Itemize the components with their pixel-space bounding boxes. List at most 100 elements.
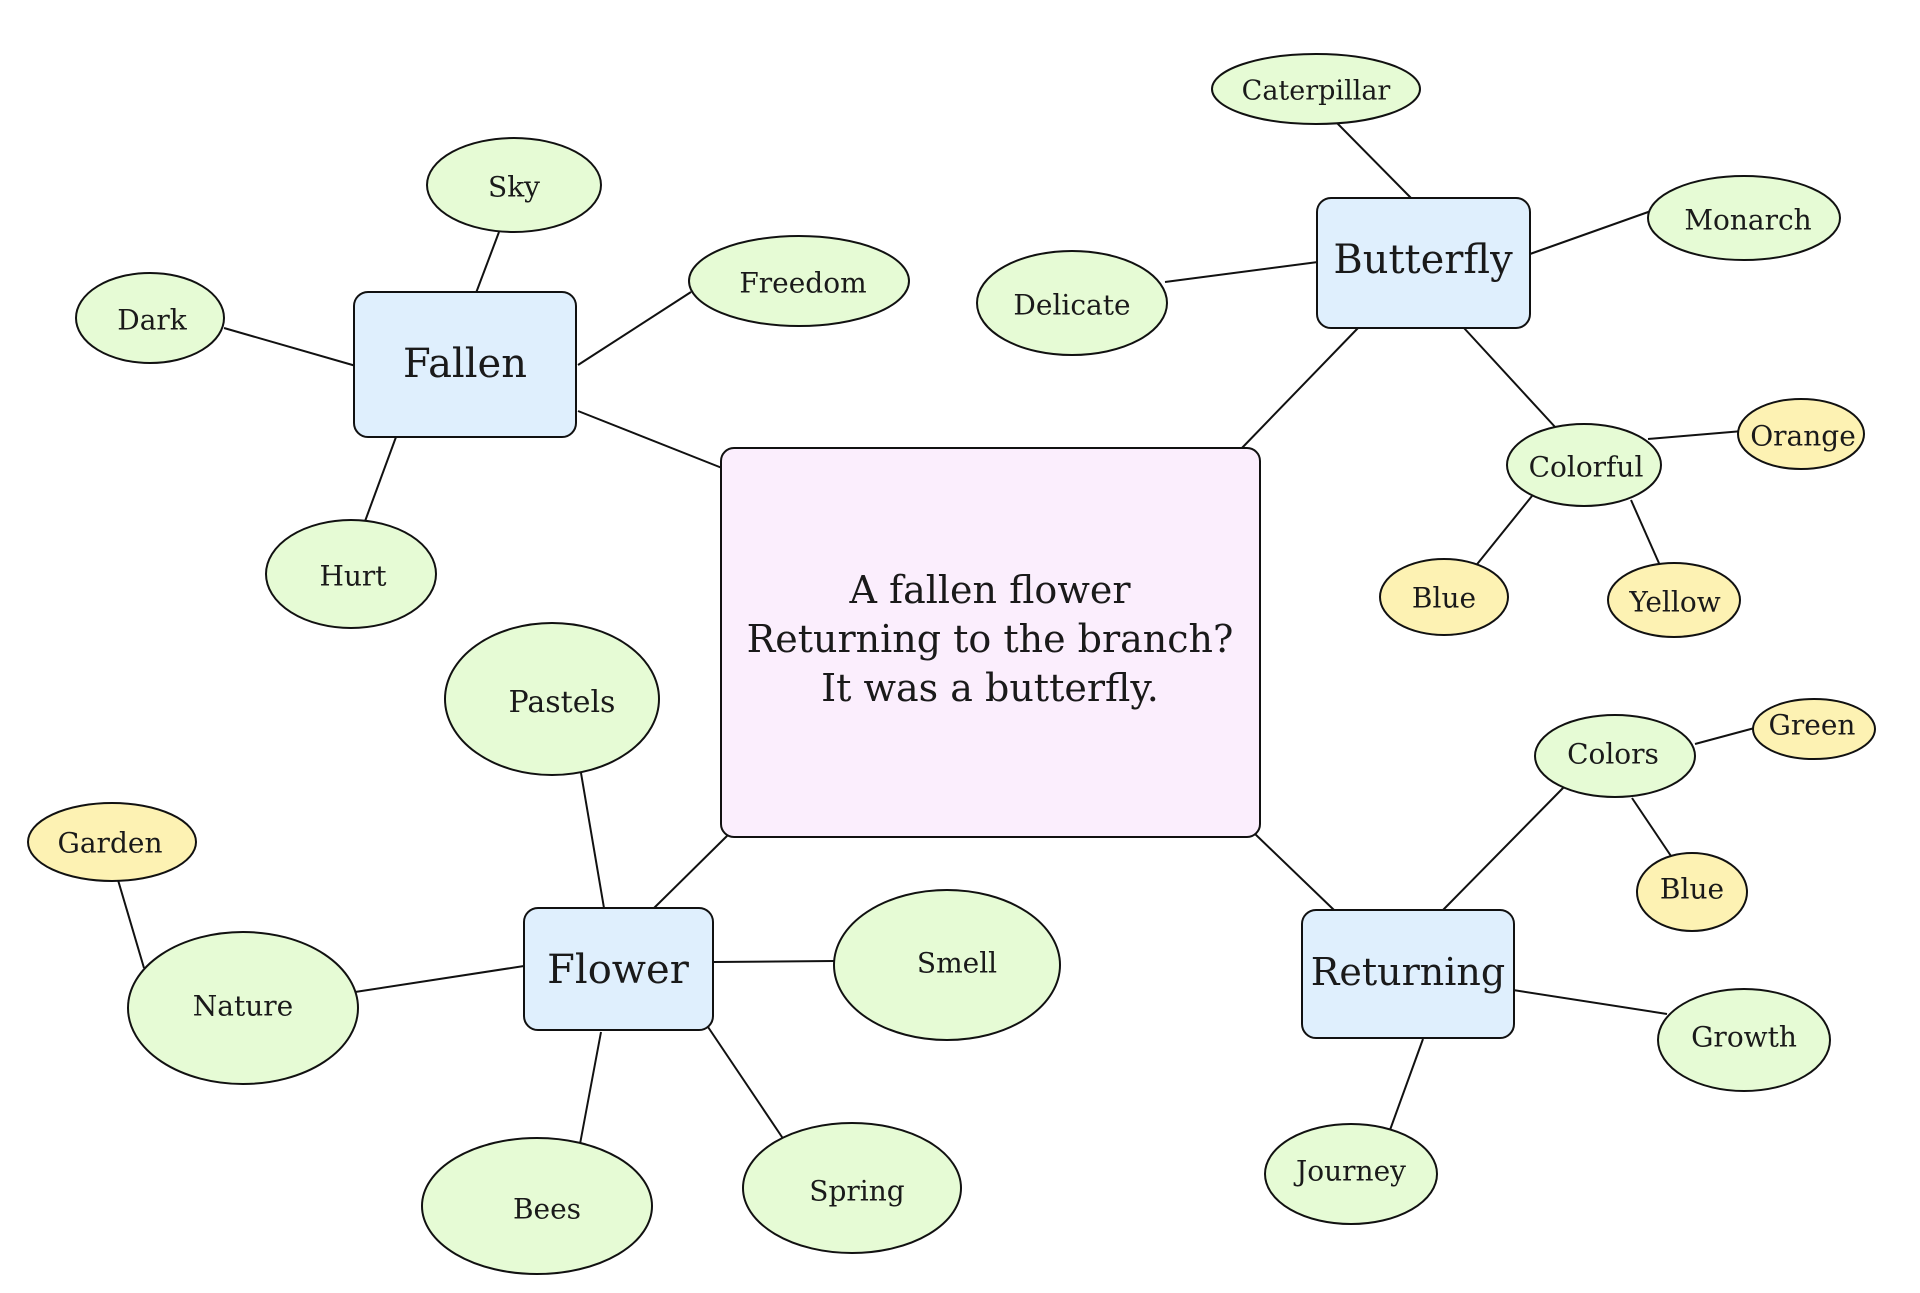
leaf-green[interactable]: Green [1752, 698, 1876, 760]
edge-flower-spring [705, 1023, 785, 1141]
leaf-dark[interactable]: Dark [75, 272, 225, 364]
leaf-monarch-label: Monarch [1684, 204, 1811, 237]
edge-colorful-blue [1473, 495, 1533, 569]
leaf-caterpillar-label: Caterpillar [1242, 76, 1391, 107]
edge-butterfly-colorful [1463, 327, 1557, 429]
leaf-hurt[interactable]: Hurt [265, 519, 437, 629]
edge-returning-growth [1512, 989, 1668, 1015]
leaf-green-label: Green [1769, 709, 1856, 742]
leaf-colorful-label: Colorful [1529, 451, 1644, 484]
edge-fallen-hurt [363, 436, 397, 525]
leaf-sky-label: Sky [488, 171, 540, 204]
edge-fallen-dark [223, 327, 357, 367]
topic-flower[interactable]: Flower [523, 907, 714, 1031]
leaf-nature[interactable]: Nature [127, 931, 359, 1085]
leaf-delicate[interactable]: Delicate [976, 250, 1168, 356]
edge-flower-pastels [580, 772, 605, 909]
center-box [720, 447, 1261, 838]
leaf-bees[interactable]: Bees [421, 1137, 653, 1275]
leaf-journey[interactable]: Journey [1264, 1123, 1438, 1225]
edge-colorful-yellow [1630, 499, 1663, 571]
edge-butterfly-monarch [1529, 210, 1652, 255]
leaf-growth-shape [1657, 988, 1831, 1092]
leaf-blue-butterfly-shape [1379, 558, 1509, 636]
topic-returning-label: Returning [1311, 950, 1505, 994]
edge-fallen-sky [475, 231, 500, 294]
leaf-yellow-shape [1607, 562, 1741, 638]
leaf-hurt-label: Hurt [319, 560, 387, 593]
leaf-garden[interactable]: Garden [27, 802, 197, 882]
leaf-sky[interactable]: Sky [426, 137, 602, 233]
leaf-freedom[interactable]: Freedom [688, 235, 910, 327]
center-line-3: It was a butterfly. [821, 666, 1159, 710]
leaf-orange[interactable]: Orange [1737, 398, 1865, 470]
edge-fallen-freedom [577, 291, 692, 366]
leaf-orange-shape [1737, 398, 1865, 470]
leaf-dark-shape [75, 272, 225, 364]
leaf-spring-shape [742, 1122, 962, 1254]
leaf-blue-returning-label: Blue [1660, 873, 1724, 906]
leaf-smell-label: Smell [917, 947, 997, 980]
leaf-caterpillar-shape [1211, 53, 1421, 125]
leaf-blue-returning-shape [1636, 852, 1748, 932]
leaf-pastels-label: Pastels [509, 685, 616, 720]
leaf-smell-shape [833, 889, 1061, 1041]
leaf-colors-shape [1534, 714, 1696, 798]
edge-center-fallen [577, 410, 723, 469]
leaf-hurt-shape [265, 519, 437, 629]
leaf-caterpillar[interactable]: Caterpillar [1211, 53, 1421, 125]
edge-flower-bees [579, 1031, 602, 1145]
edge-returning-journey [1389, 1038, 1424, 1131]
topic-butterfly[interactable]: Butterfly [1316, 197, 1531, 329]
leaf-freedom-shape [688, 235, 910, 327]
edge-center-butterfly [1239, 327, 1359, 451]
leaf-growth[interactable]: Growth [1657, 988, 1831, 1092]
edge-butterfly-delicate [1164, 261, 1319, 283]
leaf-journey-label: Journey [1293, 1155, 1406, 1188]
leaf-bees-label: Bees [513, 1193, 581, 1226]
leaf-nature-shape [127, 931, 359, 1085]
topic-flower-label: Flower [547, 947, 690, 993]
leaf-monarch[interactable]: Monarch [1647, 175, 1841, 261]
leaf-garden-shape [27, 802, 197, 882]
leaf-delicate-label: Delicate [1013, 289, 1130, 322]
topic-returning[interactable]: Returning [1301, 909, 1515, 1039]
leaf-bees-shape [421, 1137, 653, 1275]
leaf-spring-label: Spring [809, 1175, 904, 1208]
topic-butterfly-label: Butterfly [1333, 237, 1513, 283]
center-node[interactable]: A fallen flower Returning to the branch?… [720, 447, 1261, 838]
topic-returning-box [1301, 909, 1515, 1039]
leaf-blue-returning[interactable]: Blue [1636, 852, 1748, 932]
leaf-colors[interactable]: Colors [1534, 714, 1696, 798]
leaf-freedom-label: Freedom [739, 267, 866, 300]
connectors [117, 122, 1763, 1145]
edge-colors-blue [1631, 797, 1674, 860]
edge-colorful-orange [1647, 430, 1744, 440]
leaf-pastels[interactable]: Pastels [444, 622, 660, 776]
leaf-spring[interactable]: Spring [742, 1122, 962, 1254]
topic-fallen[interactable]: Fallen [353, 291, 577, 438]
leaf-orange-label: Orange [1750, 420, 1856, 453]
leaf-yellow-label: Yellow [1628, 586, 1720, 619]
leaf-colorful-shape [1506, 423, 1662, 507]
leaf-yellow[interactable]: Yellow [1607, 562, 1741, 638]
leaf-colorful[interactable]: Colorful [1506, 423, 1662, 507]
topic-flower-box [523, 907, 714, 1031]
leaf-colors-label: Colors [1567, 738, 1659, 771]
edge-returning-colors [1442, 786, 1565, 911]
leaf-growth-label: Growth [1691, 1021, 1797, 1054]
leaf-blue-butterfly[interactable]: Blue [1379, 558, 1509, 636]
leaf-sky-shape [426, 137, 602, 233]
center-line-2: Returning to the branch? [747, 617, 1234, 661]
leaf-green-shape [1752, 698, 1876, 760]
center-line-1: A fallen flower [849, 568, 1132, 612]
leaf-smell[interactable]: Smell [833, 889, 1061, 1041]
leaf-blue-butterfly-label: Blue [1412, 582, 1476, 615]
edge-nature-garden [117, 879, 145, 969]
edge-center-flower [651, 832, 731, 911]
leaf-garden-label: Garden [58, 827, 163, 860]
edge-center-returning [1253, 832, 1335, 911]
topic-butterfly-box [1316, 197, 1531, 329]
edge-colors-green [1694, 725, 1763, 745]
